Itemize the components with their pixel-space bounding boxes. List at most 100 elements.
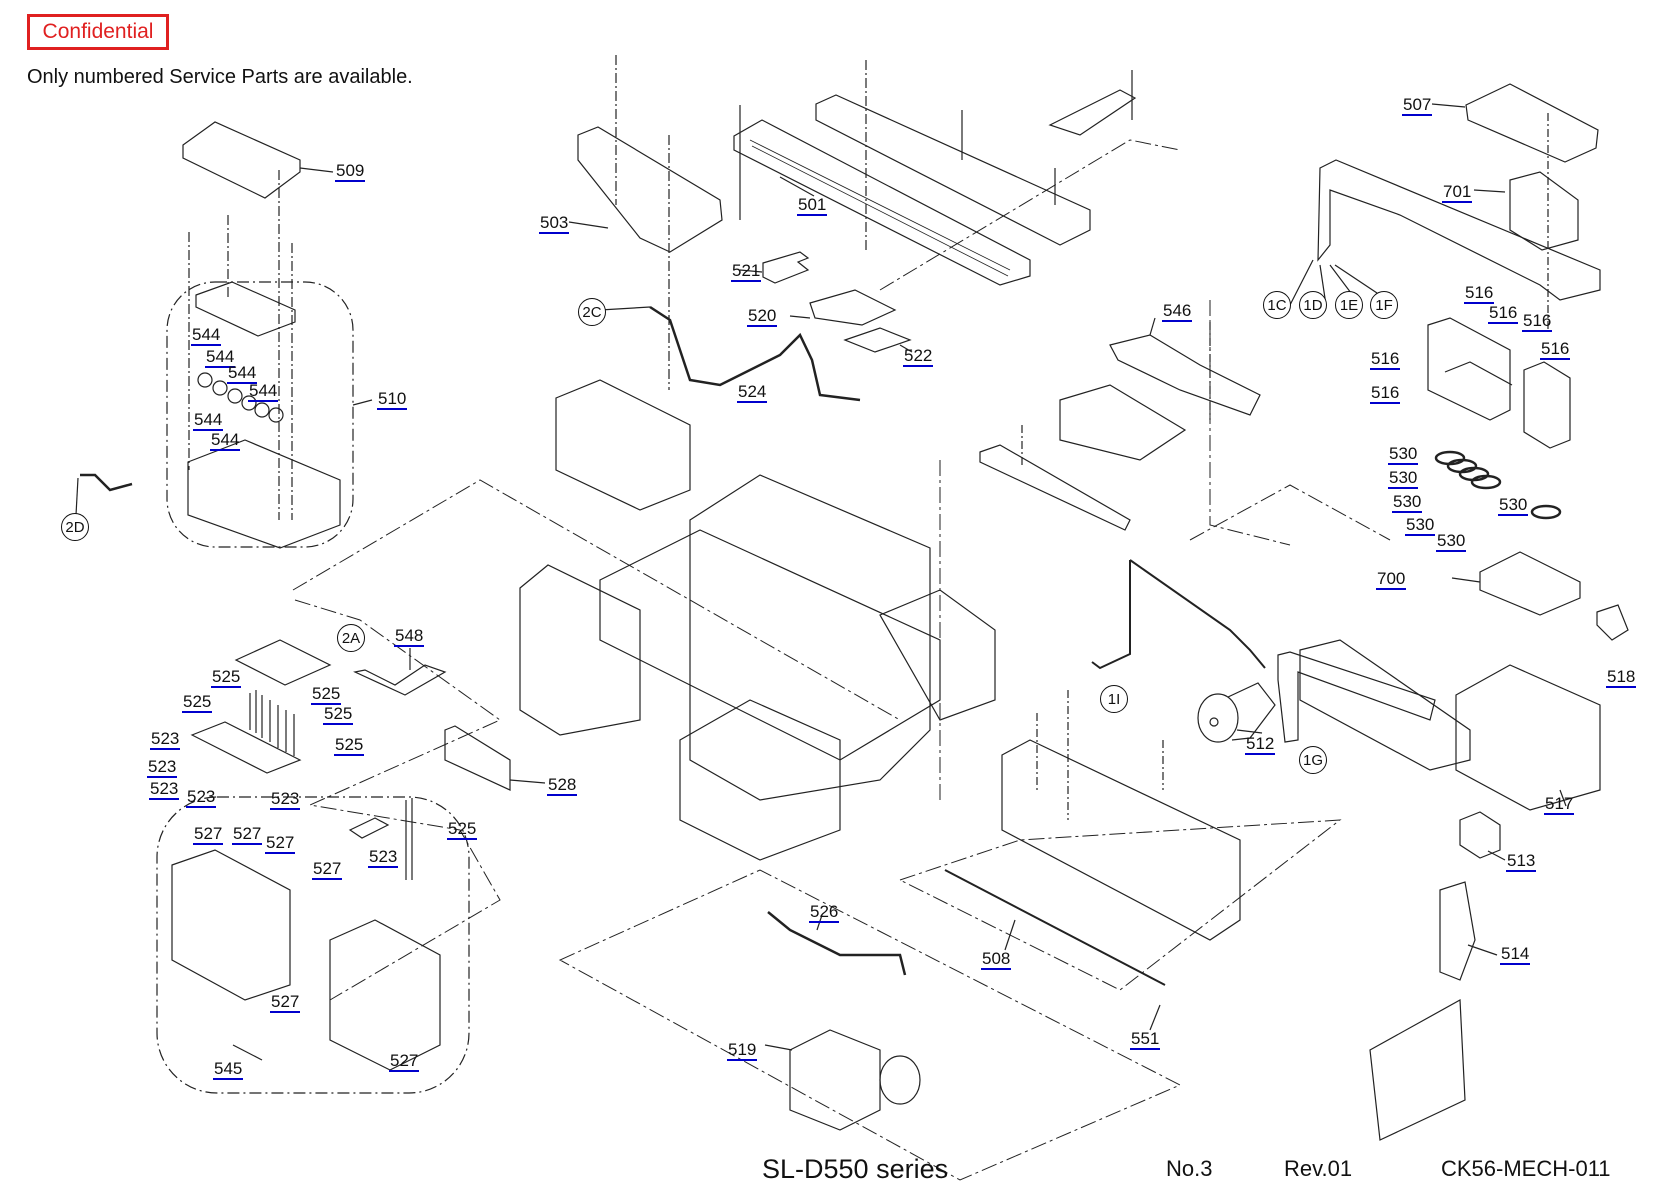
- part-label-516[interactable]: 516: [1522, 311, 1553, 332]
- part-label-545[interactable]: 545: [213, 1059, 244, 1080]
- part-517-shape: [1455, 664, 1601, 811]
- part-label-527[interactable]: 527: [389, 1051, 420, 1072]
- connector-ref-1i[interactable]: 1I: [1100, 685, 1128, 713]
- part-label-518[interactable]: 518: [1606, 667, 1637, 688]
- part-label-512[interactable]: 512: [1245, 734, 1276, 755]
- connector-ref-1g[interactable]: 1G: [1299, 746, 1327, 774]
- part-label-516[interactable]: 516: [1464, 283, 1495, 304]
- part-label-520[interactable]: 520: [747, 306, 778, 327]
- valve-caps: [197, 372, 284, 423]
- connector-ref-1f[interactable]: 1F: [1370, 291, 1398, 319]
- part-label-530[interactable]: 530: [1388, 444, 1419, 465]
- part-label-525[interactable]: 525: [311, 684, 342, 705]
- part-507-shape: [1465, 83, 1599, 163]
- part-512-shape: [1197, 682, 1276, 743]
- part-528-shape: [444, 725, 511, 791]
- part-label-519[interactable]: 519: [727, 1040, 758, 1061]
- part-label-530[interactable]: 530: [1405, 515, 1436, 536]
- connector-ref-1e[interactable]: 1E: [1335, 291, 1363, 319]
- part-label-544[interactable]: 544: [210, 430, 241, 451]
- part-label-527[interactable]: 527: [265, 833, 296, 854]
- part-700-shape: [1479, 551, 1581, 616]
- part-label-527[interactable]: 527: [312, 859, 343, 880]
- connector-ref-1d[interactable]: 1D: [1299, 291, 1327, 319]
- part-label-517[interactable]: 517: [1544, 794, 1575, 815]
- part-label-523[interactable]: 523: [368, 847, 399, 868]
- group-545-outline: [156, 796, 470, 1094]
- part-label-523[interactable]: 523: [186, 787, 217, 808]
- part-label-527[interactable]: 527: [193, 824, 224, 845]
- model-title: SL-D550 series: [762, 1154, 949, 1184]
- part-label-503[interactable]: 503: [539, 213, 570, 234]
- connector-ref-1c[interactable]: 1C: [1263, 291, 1291, 319]
- screws-group-left: [188, 170, 293, 520]
- part-519-shape: [789, 1029, 921, 1131]
- part-label-544[interactable]: 544: [193, 410, 224, 431]
- confidential-badge: Confidential: [27, 14, 169, 50]
- ink-pumps: [171, 849, 441, 1071]
- connector-ref-2c[interactable]: 2C: [578, 298, 606, 326]
- part-label-523[interactable]: 523: [150, 729, 181, 750]
- part-label-516[interactable]: 516: [1540, 339, 1571, 360]
- part-label-544[interactable]: 544: [248, 381, 279, 402]
- service-parts-note: Only numbered Service Parts are availabl…: [27, 66, 413, 88]
- part-520-shape: [809, 289, 897, 326]
- part-label-701[interactable]: 701: [1442, 182, 1473, 203]
- part-label-509[interactable]: 509: [335, 161, 366, 182]
- revision: Rev.01: [1284, 1156, 1353, 1181]
- part-label-528[interactable]: 528: [547, 775, 578, 796]
- part-label-516[interactable]: 516: [1488, 303, 1519, 324]
- part-label-525[interactable]: 525: [182, 692, 213, 713]
- part-label-510[interactable]: 510: [377, 389, 408, 410]
- document-code: CK56-MECH-011: [1441, 1156, 1611, 1181]
- part-label-516[interactable]: 516: [1370, 383, 1401, 404]
- part-521-shape: [762, 251, 810, 284]
- cartridge-holders: [1427, 317, 1571, 449]
- part-label-514[interactable]: 514: [1500, 944, 1531, 965]
- part-label-525[interactable]: 525: [323, 704, 354, 725]
- part-503-shape: [577, 126, 723, 253]
- part-label-513[interactable]: 513: [1506, 851, 1537, 872]
- part-label-507[interactable]: 507: [1402, 95, 1433, 116]
- part-label-523[interactable]: 523: [270, 789, 301, 810]
- part-546-shape: [1109, 334, 1261, 416]
- part-label-516[interactable]: 516: [1370, 349, 1401, 370]
- ink-tubes: [249, 690, 413, 880]
- connector-ref-2d[interactable]: 2D: [61, 513, 89, 541]
- part-701-shape: [1317, 159, 1601, 301]
- part-label-544[interactable]: 544: [227, 363, 258, 384]
- part-508-shape: [944, 869, 1166, 986]
- part-label-527[interactable]: 527: [270, 992, 301, 1013]
- part-label-522[interactable]: 522: [903, 346, 934, 367]
- part-label-530[interactable]: 530: [1392, 492, 1423, 513]
- part-label-546[interactable]: 546: [1162, 301, 1193, 322]
- page-number: No.3: [1166, 1156, 1213, 1181]
- part-label-508[interactable]: 508: [981, 949, 1012, 970]
- part-label-700[interactable]: 700: [1376, 569, 1407, 590]
- part-label-526[interactable]: 526: [809, 902, 840, 923]
- part-513-shape: [1459, 811, 1501, 859]
- part-548-shape: [353, 664, 447, 696]
- part-label-521[interactable]: 521: [731, 261, 762, 282]
- part-501-shape: [733, 119, 1031, 286]
- part-label-551[interactable]: 551: [1130, 1029, 1161, 1050]
- part-label-524[interactable]: 524: [737, 382, 768, 403]
- part-label-525[interactable]: 525: [334, 735, 365, 756]
- part-518-shape: [1596, 604, 1629, 641]
- part-label-501[interactable]: 501: [797, 195, 828, 216]
- group-510-outline: [166, 281, 354, 548]
- part-label-530[interactable]: 530: [1388, 468, 1419, 489]
- part-514-shape: [1439, 881, 1476, 981]
- part-522-shape: [843, 327, 912, 353]
- part-label-525[interactable]: 525: [447, 819, 478, 840]
- part-label-544[interactable]: 544: [191, 325, 222, 346]
- part-label-523[interactable]: 523: [149, 779, 180, 800]
- part-label-530[interactable]: 530: [1436, 531, 1467, 552]
- connector-ref-2a[interactable]: 2A: [337, 624, 365, 652]
- part-label-523[interactable]: 523: [147, 757, 178, 778]
- part-label-544[interactable]: 544: [205, 347, 236, 368]
- part-label-525[interactable]: 525: [211, 667, 242, 688]
- part-label-527[interactable]: 527: [232, 824, 263, 845]
- part-label-530[interactable]: 530: [1498, 495, 1529, 516]
- part-label-548[interactable]: 548: [394, 626, 425, 647]
